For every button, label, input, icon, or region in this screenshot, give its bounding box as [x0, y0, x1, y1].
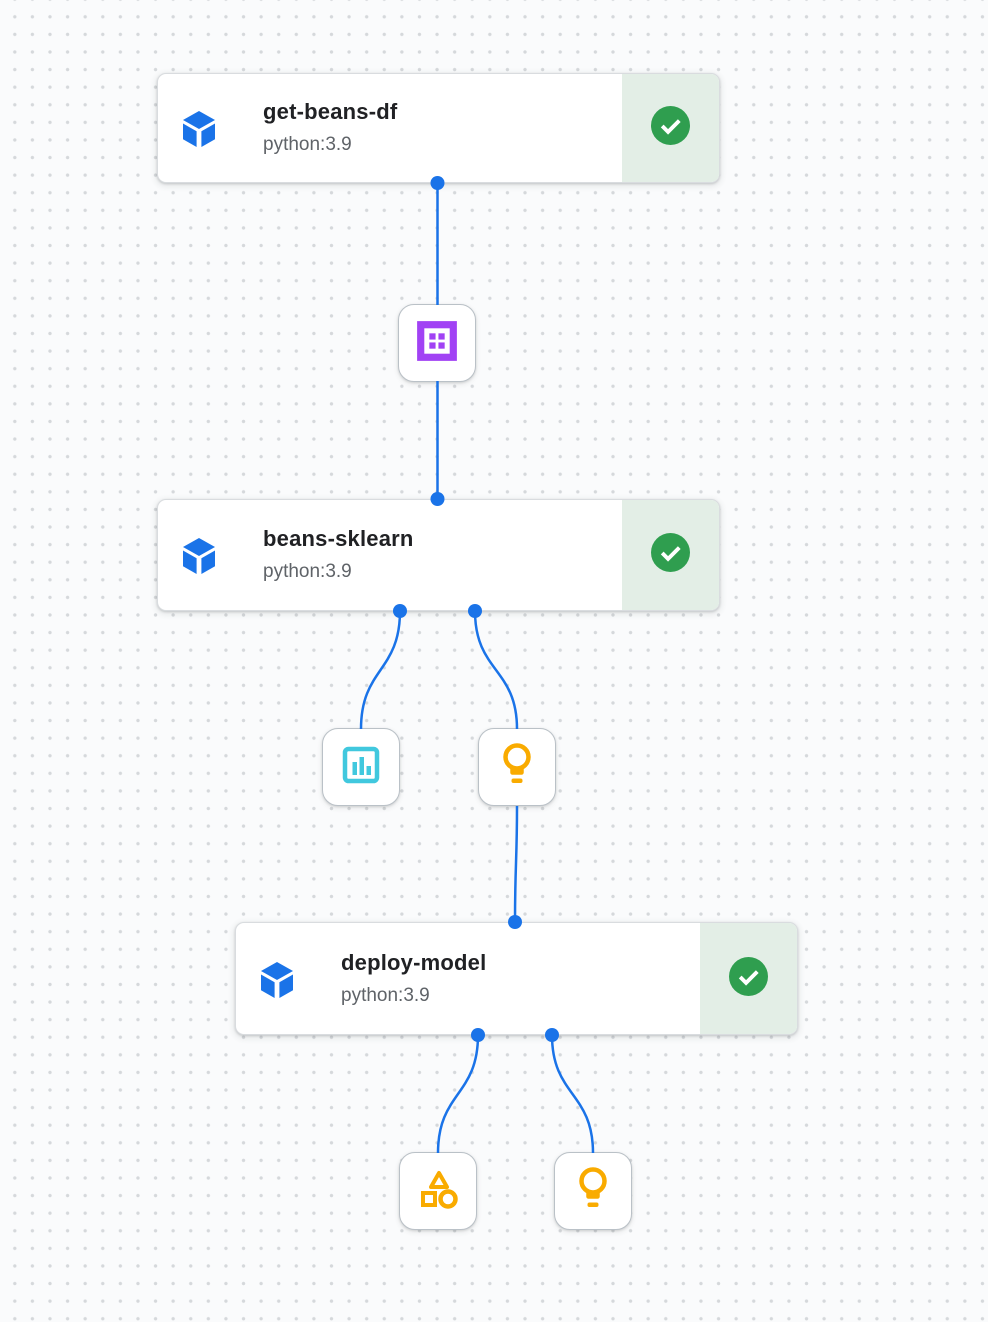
edge-line — [359, 610, 402, 730]
artifact-node-metrics[interactable] — [322, 728, 400, 806]
success-check-icon — [729, 956, 768, 1001]
node-body: deploy-model python:3.9 — [236, 923, 700, 1034]
model-lightbulb-icon — [495, 740, 539, 795]
model-lightbulb-icon — [571, 1164, 615, 1219]
artifact-node-model[interactable] — [554, 1152, 632, 1230]
component-cube-icon — [179, 535, 219, 575]
artifact-shapes-icon — [415, 1166, 461, 1217]
node-subtitle: python:3.9 — [263, 561, 352, 582]
node-text-block: beans-sklearn python:3.9 — [263, 525, 414, 585]
node-subtitle: python:3.9 — [263, 134, 352, 155]
node-text-block: deploy-model python:3.9 — [341, 949, 486, 1009]
artifact-node-artifact[interactable] — [399, 1152, 477, 1230]
node-text-block: get-beans-df python:3.9 — [263, 98, 397, 158]
artifact-node-dataset[interactable] — [398, 304, 476, 382]
node-body: get-beans-df python:3.9 — [158, 74, 622, 182]
component-cube-icon — [179, 108, 219, 148]
success-check-icon — [651, 533, 690, 577]
node-body: beans-sklearn python:3.9 — [158, 500, 622, 610]
pipeline-node-deploy-model[interactable]: deploy-model python:3.9 — [235, 922, 798, 1035]
edge-line — [550, 1034, 595, 1154]
status-section — [622, 74, 719, 182]
success-check-icon — [651, 106, 690, 150]
node-title: beans-sklearn — [263, 526, 414, 551]
node-subtitle: python:3.9 — [341, 984, 430, 1006]
edge-line — [513, 805, 519, 923]
status-section — [622, 500, 719, 610]
artifact-node-model[interactable] — [478, 728, 556, 806]
component-cube-icon — [257, 959, 297, 999]
pipeline-node-beans-sklearn[interactable]: beans-sklearn python:3.9 — [157, 499, 720, 611]
node-title: deploy-model — [341, 949, 487, 975]
status-section — [700, 923, 797, 1034]
node-title: get-beans-df — [263, 99, 398, 124]
pipeline-node-get-beans-df[interactable]: get-beans-df python:3.9 — [157, 73, 720, 183]
edge-line — [473, 610, 519, 730]
edge-line — [436, 1034, 480, 1154]
dataset-grid-icon — [414, 318, 460, 369]
metrics-bar-chart-icon — [339, 743, 383, 792]
